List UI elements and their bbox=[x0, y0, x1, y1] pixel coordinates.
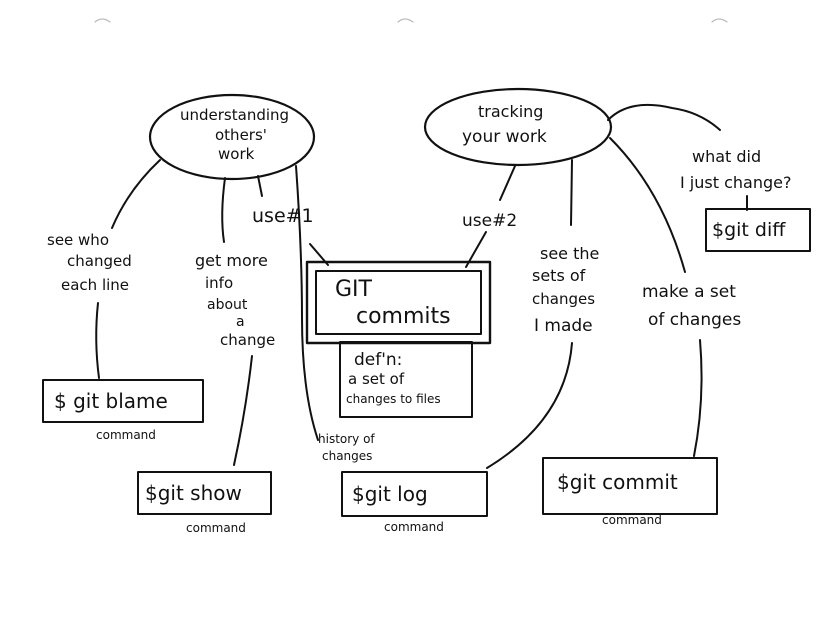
connector-tracking-see-sets bbox=[570, 159, 573, 226]
get-more-line-5: change bbox=[220, 331, 275, 349]
make-set-line-2: of changes bbox=[648, 310, 741, 330]
tracking-line-1: tracking bbox=[478, 102, 543, 121]
git-log-caption: command bbox=[384, 520, 444, 534]
git-diff-label: $git diff bbox=[712, 219, 786, 241]
git-blame-label: $ git blame bbox=[54, 389, 168, 413]
get-more-line-1: get more bbox=[195, 251, 268, 270]
understanding-line-1: understanding bbox=[180, 106, 289, 124]
connector-see-sets-log bbox=[486, 342, 573, 469]
defn-line-1: def'n: bbox=[354, 350, 402, 370]
git-log-box bbox=[341, 471, 488, 517]
get-more-line-4: a bbox=[236, 314, 245, 330]
see-sets-line-3: changes bbox=[532, 290, 595, 308]
connector-get-more-show bbox=[233, 355, 253, 466]
connector-tracking-what-did bbox=[607, 103, 721, 131]
defn-box bbox=[339, 341, 473, 418]
git-commits-box-inner bbox=[315, 270, 482, 335]
connector-understanding-see-who bbox=[111, 159, 161, 229]
git-commit-label: $git commit bbox=[557, 470, 678, 494]
understanding-line-3: work bbox=[218, 145, 255, 163]
what-did-line-1: what did bbox=[692, 147, 761, 166]
git-commit-caption: command bbox=[602, 513, 662, 527]
git-commits-line-1: GIT bbox=[335, 277, 373, 302]
git-diff-box bbox=[705, 208, 811, 252]
see-who-line-1: see who bbox=[47, 231, 109, 249]
git-show-label: $git show bbox=[145, 481, 242, 505]
connector-understanding-get-more bbox=[221, 177, 226, 243]
git-show-caption: command bbox=[186, 521, 246, 535]
connector-make-set-commit bbox=[693, 339, 703, 457]
get-more-line-2: info bbox=[205, 274, 233, 292]
see-who-line-2: changed bbox=[67, 252, 132, 270]
see-sets-line-4: I made bbox=[534, 316, 593, 336]
git-show-box bbox=[137, 471, 272, 515]
paper-mark bbox=[711, 18, 728, 23]
connector-understanding-history bbox=[295, 165, 319, 441]
history-line-2: changes bbox=[322, 449, 372, 463]
tracking-ellipse bbox=[423, 87, 613, 167]
history-line-1: history of bbox=[318, 432, 375, 446]
see-sets-line-1: see the bbox=[540, 244, 599, 263]
tracking-line-2: your work bbox=[462, 127, 547, 147]
connector-tracking-make-set bbox=[609, 137, 686, 273]
git-commits-line-2: commits bbox=[356, 304, 451, 329]
make-set-line-1: make a set bbox=[642, 282, 736, 302]
git-commits-box-outer bbox=[305, 260, 492, 345]
git-commit-box bbox=[542, 457, 718, 515]
connector-understanding-use1 bbox=[257, 175, 263, 197]
git-blame-box bbox=[42, 379, 204, 423]
paper-mark bbox=[397, 18, 414, 23]
get-more-line-3: about bbox=[207, 297, 248, 313]
understanding-ellipse bbox=[148, 93, 316, 181]
paper-mark bbox=[94, 18, 111, 23]
what-did-line-2: I just change? bbox=[680, 173, 791, 192]
see-sets-line-2: sets of bbox=[532, 266, 586, 285]
connector-see-who-blame bbox=[95, 302, 100, 379]
defn-line-2: a set of bbox=[348, 370, 405, 388]
git-log-label: $git log bbox=[352, 482, 428, 506]
git-blame-caption: command bbox=[96, 428, 156, 442]
defn-line-3: changes to files bbox=[346, 392, 441, 406]
connector-tracking-use2 bbox=[499, 165, 516, 201]
see-who-line-3: each line bbox=[61, 276, 129, 294]
use1-label: use#1 bbox=[252, 205, 314, 227]
understanding-line-2: others' bbox=[215, 126, 267, 144]
use2-label: use#2 bbox=[462, 211, 517, 231]
